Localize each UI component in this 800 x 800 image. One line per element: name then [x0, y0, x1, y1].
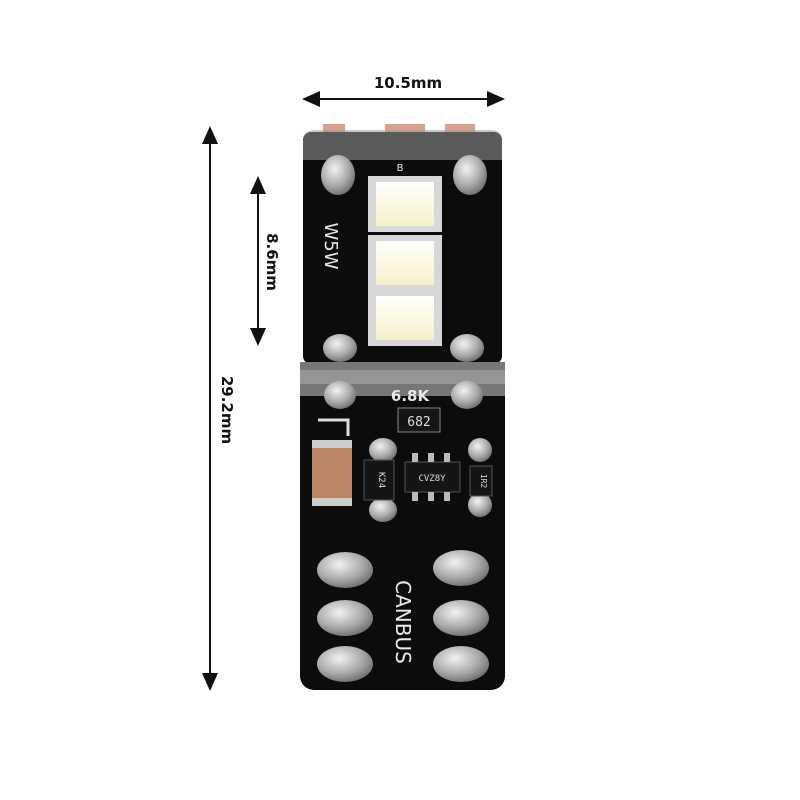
resistor-value-marking: 6.8K	[391, 387, 431, 405]
model-marking: W5W	[320, 222, 341, 269]
diode-code: K24	[376, 472, 386, 488]
led-1	[376, 182, 434, 226]
solder-pads-top	[321, 155, 492, 522]
contact-pads	[317, 550, 489, 682]
width-dimension: 10.5mm	[302, 74, 505, 107]
total-height-label: 29.2mm	[218, 376, 236, 444]
led-2	[376, 241, 434, 285]
led-section-dimension: 8.6mm	[250, 176, 281, 346]
led-3	[376, 296, 434, 340]
resistor-code: 682	[407, 415, 430, 430]
total-height-dimension: 29.2mm	[202, 126, 236, 691]
led-section-label: 8.6mm	[263, 233, 281, 291]
small-resistor-code: 1R2	[479, 474, 488, 489]
svg-text:B: B	[397, 163, 404, 174]
width-label: 10.5mm	[374, 74, 442, 92]
ic-code: CVZ8Y	[418, 474, 446, 484]
canbus-marking: CANBUS	[391, 580, 415, 664]
components: 6.8K 682 K24 CVZ8Y 1R2	[312, 387, 493, 506]
led-chips: B	[368, 163, 442, 346]
